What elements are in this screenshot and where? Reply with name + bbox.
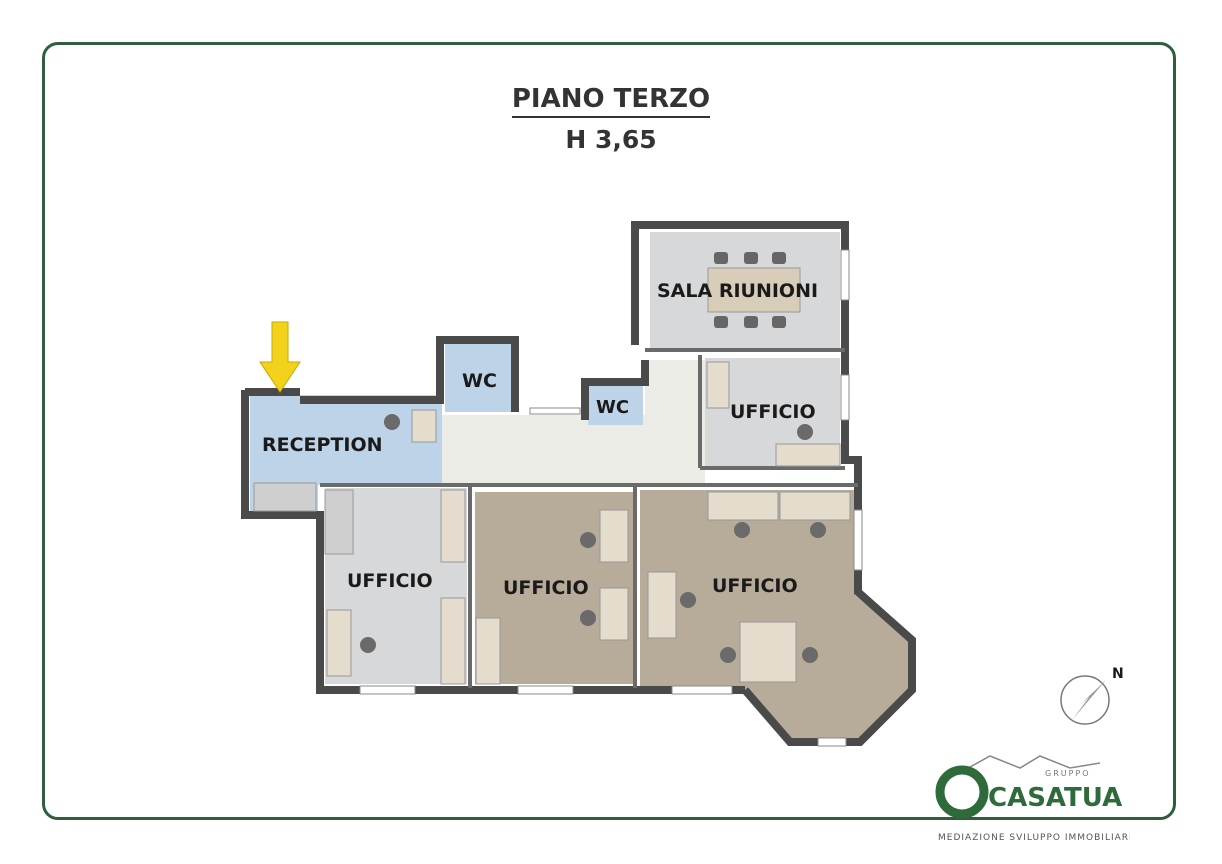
label-ufficio-big: UFFICIO xyxy=(712,575,798,597)
svg-text:GRUPPO: GRUPPO xyxy=(1045,769,1091,778)
label-ufficio-left: UFFICIO xyxy=(347,570,433,592)
windows xyxy=(359,249,863,747)
svg-text:CASATUA: CASATUA xyxy=(988,783,1122,813)
label-wc2: WC xyxy=(596,397,629,418)
page-frame xyxy=(42,42,1176,820)
ceiling-height: H 3,65 xyxy=(565,125,657,154)
label-ufficio-small: UFFICIO xyxy=(730,401,816,423)
label-wc1: WC xyxy=(462,370,497,392)
chairs xyxy=(360,414,826,663)
label-reception: RECEPTION xyxy=(262,434,383,456)
corridor-vertical-floor xyxy=(645,360,705,485)
floor-title: PIANO TERZO xyxy=(0,84,1222,118)
wall-wc2 xyxy=(581,360,649,420)
wall-bay xyxy=(741,490,916,746)
inner-walls xyxy=(320,348,858,688)
label-ufficio-center: UFFICIO xyxy=(503,577,589,599)
meeting-table xyxy=(707,252,801,328)
compass-north-label: N xyxy=(1112,666,1124,682)
casatua-logo: CASATUA GRUPPO MEDIAZIONE SVILUPPO IMMOB… xyxy=(930,748,1135,848)
wc2-floor xyxy=(588,385,643,425)
label-sala: SALA RIUNIONI xyxy=(657,280,818,302)
svg-text:MEDIAZIONE SVILUPPO IMMOBILIAR: MEDIAZIONE SVILUPPO IMMOBILIARE xyxy=(938,833,1130,843)
wall-top-reception xyxy=(245,336,519,412)
ufficio-big-floor xyxy=(640,490,908,740)
compass-icon: N xyxy=(1060,666,1124,725)
desks xyxy=(253,361,851,685)
entrance-arrow xyxy=(259,321,301,393)
reception-floor xyxy=(250,395,442,485)
wc1-floor xyxy=(445,340,515,412)
